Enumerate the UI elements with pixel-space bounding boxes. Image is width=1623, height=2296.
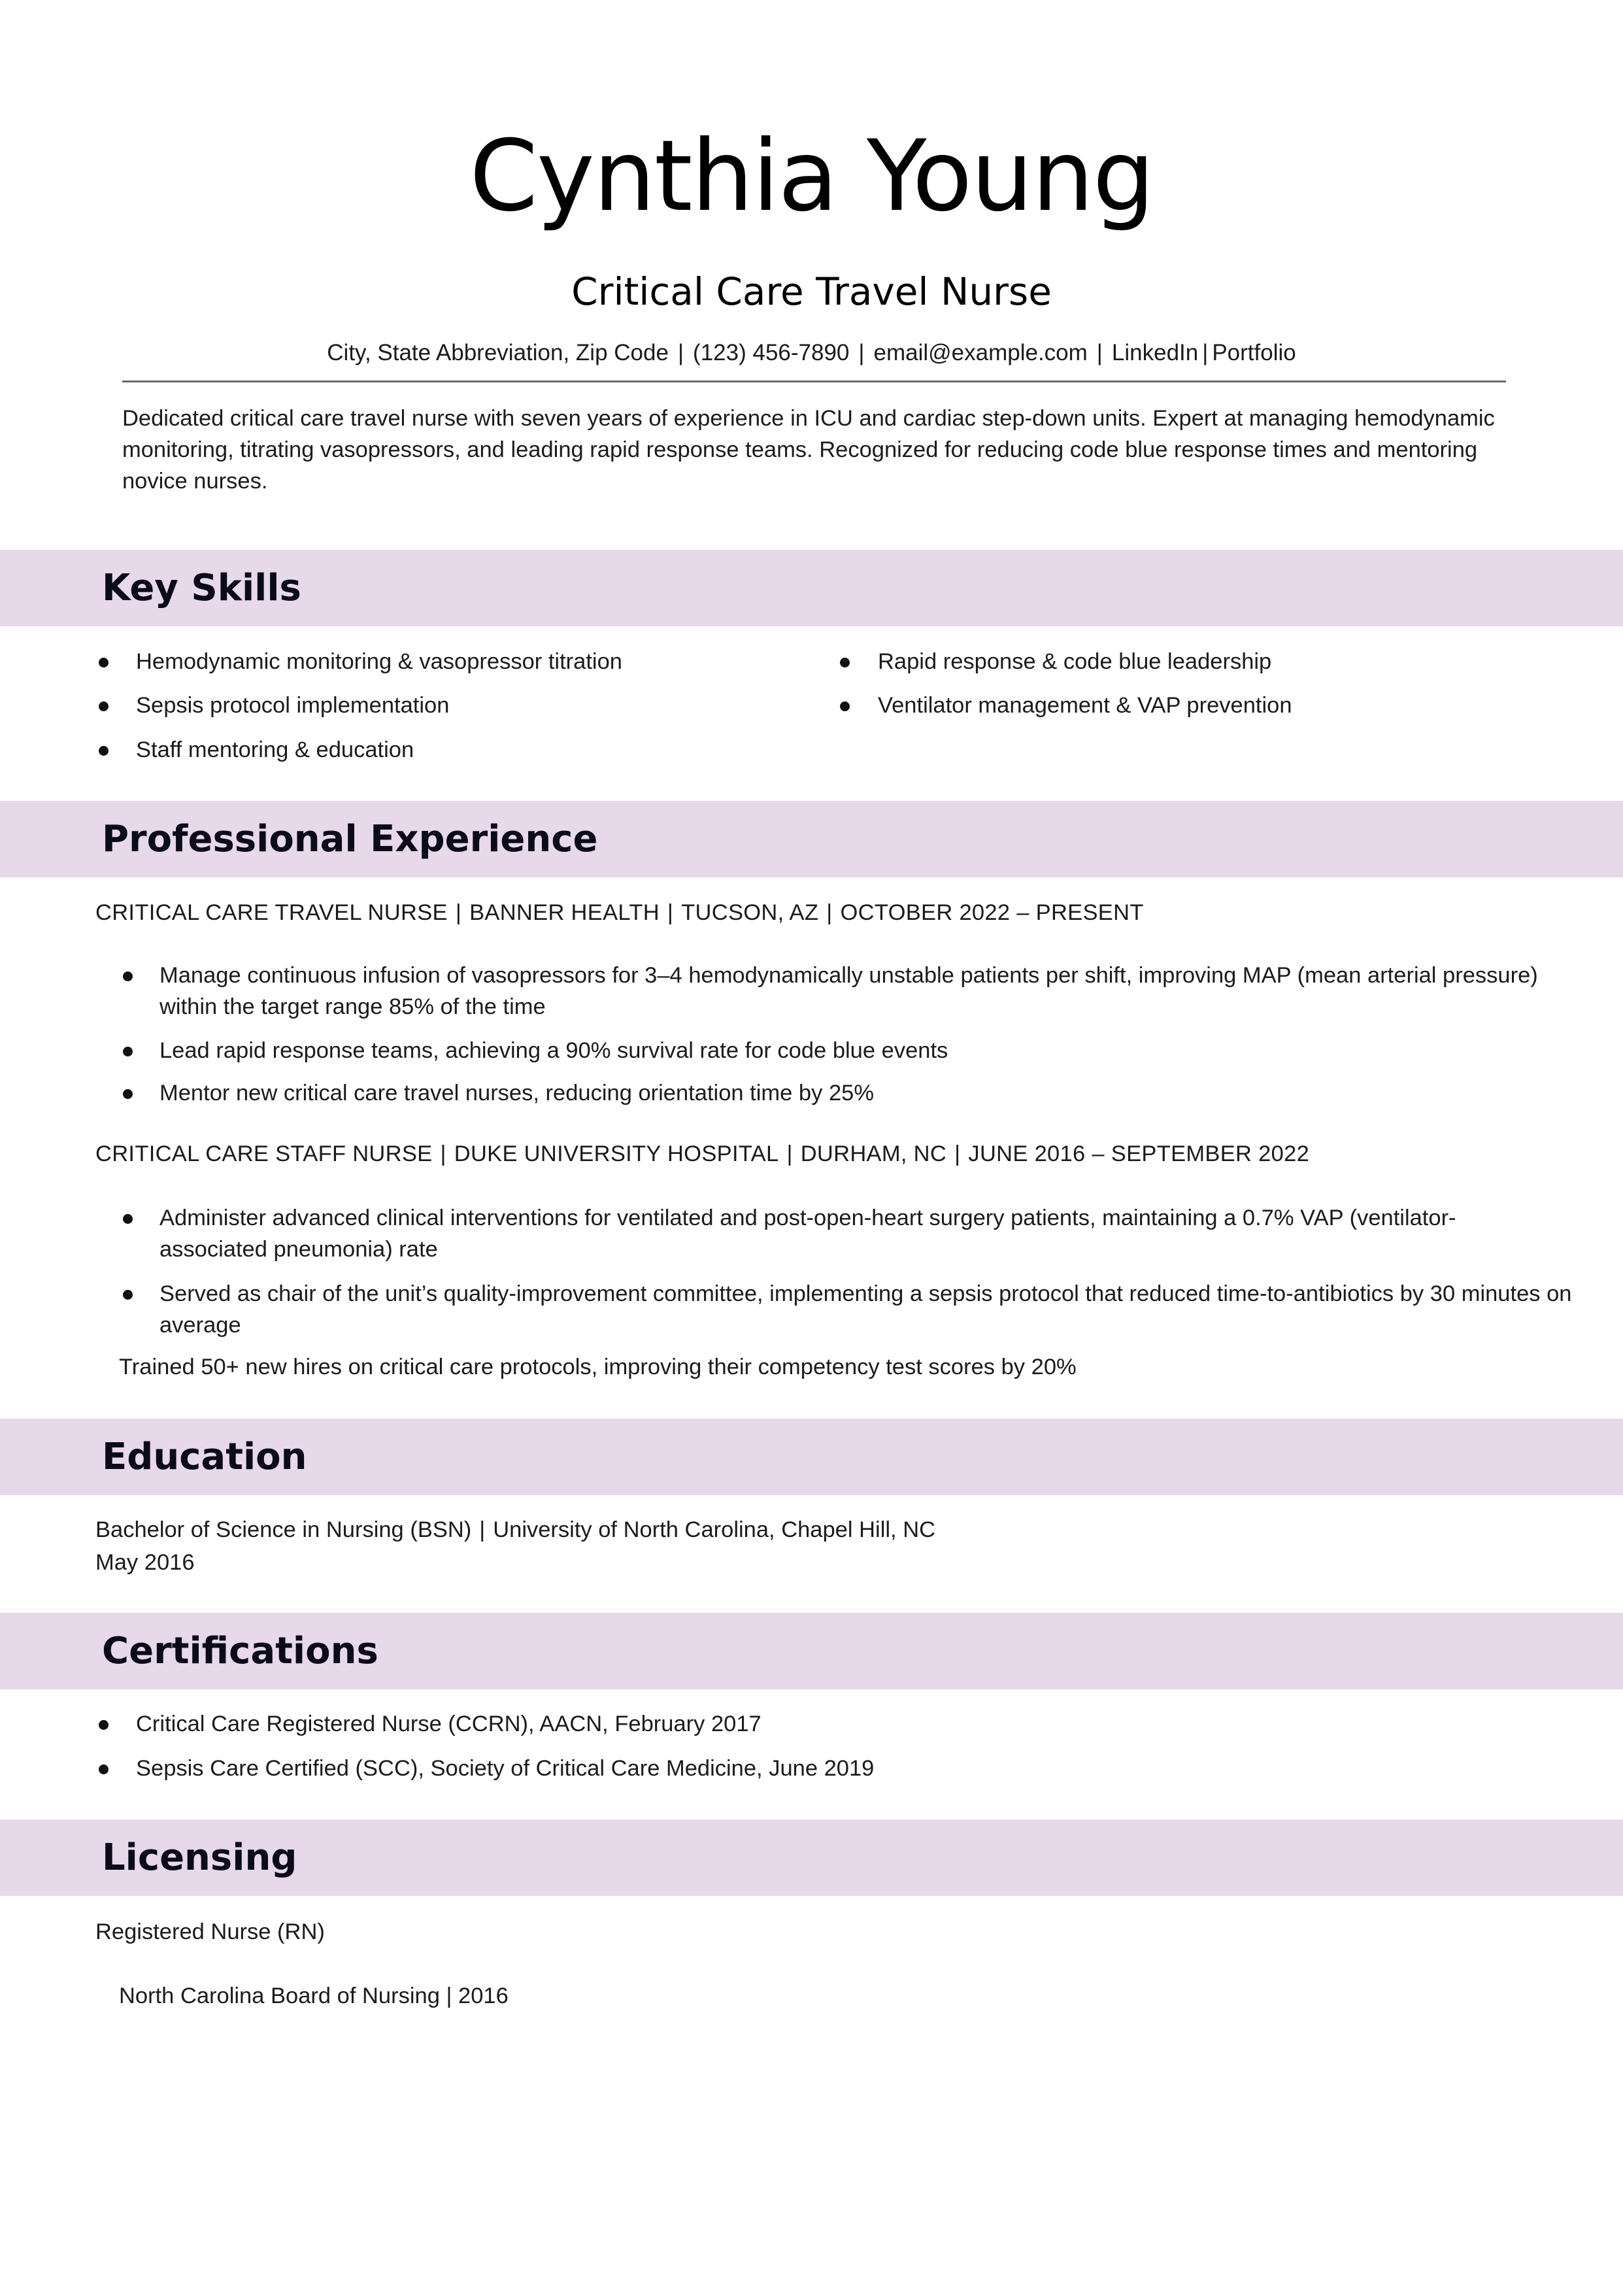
separator: | [786, 1141, 793, 1166]
separator: | [440, 1141, 446, 1166]
bullet-icon [99, 658, 109, 667]
separator: | [1096, 340, 1103, 365]
bullet-icon [123, 1214, 133, 1224]
job-title: CRITICAL CARE STAFF NURSE [95, 1141, 433, 1166]
separator: | [667, 900, 674, 925]
skill-item: Staff mentoring & education [0, 734, 1623, 766]
contact-portfolio[interactable]: Portfolio [1212, 340, 1296, 365]
contact-line: City, State Abbreviation, Zip Code | (123)… [0, 337, 1623, 369]
section-heading-licensing: Licensing [102, 1836, 297, 1879]
bullet-icon [840, 658, 850, 667]
job-employer: BANNER HEALTH [469, 900, 660, 925]
education-date: May 2016 [95, 1550, 195, 1575]
job-bullet: Manage continuous infusion of vasopresso… [0, 960, 1623, 1022]
bullet-icon [123, 1290, 133, 1300]
section-band-education [0, 1419, 1623, 1495]
separator: | [826, 900, 833, 925]
bullet-icon [99, 746, 109, 756]
skill-item: Hemodynamic monitoring & vasopressor tit… [0, 646, 1623, 677]
skill-text: Hemodynamic monitoring & vasopressor tit… [136, 649, 622, 674]
education-degree-line: Bachelor of Science in Nursing (BSN) | Uni… [95, 1514, 935, 1545]
bullet-text: Manage continuous infusion of vasopresso… [159, 963, 1538, 1019]
job-dates: OCTOBER 2022 – PRESENT [840, 900, 1144, 925]
section-heading-certifications: Certifications [102, 1630, 378, 1672]
bullet-text: Served as chair of the unit’s quality-im… [159, 1281, 1572, 1338]
bullet-text: Lead rapid response teams, achieving a 9… [159, 1038, 948, 1063]
contact-phone: (123) 456-7890 [693, 340, 850, 365]
skill-text: Ventilator management & VAP prevention [878, 693, 1292, 718]
certification-text: Sepsis Care Certified (SCC), Society of … [136, 1756, 875, 1781]
license-board: North Carolina Board of Nursing | 2016 [119, 1984, 509, 2008]
job-dates: JUNE 2016 – SEPTEMBER 2022 [968, 1141, 1310, 1166]
bullet-icon [99, 701, 109, 711]
job-bullet: Mentor new critical care travel nurses, … [0, 1077, 1623, 1109]
separator: | [479, 1517, 486, 1542]
section-heading-education: Education [102, 1436, 307, 1478]
separator: | [1202, 340, 1209, 365]
bullet-icon [840, 701, 850, 711]
bullet-icon [123, 971, 133, 981]
header-divider [122, 380, 1506, 382]
bullet-icon [99, 1720, 109, 1730]
skill-item: Ventilator management & VAP prevention [0, 690, 1623, 721]
job-header: CRITICAL CARE TRAVEL NURSE | BANNER HEALTH… [95, 897, 1144, 928]
job-location: DURHAM, NC [800, 1141, 947, 1166]
bullet-text: Administer advanced clinical interventio… [159, 1206, 1456, 1262]
skill-text: Staff mentoring & education [136, 737, 414, 762]
section-band-licensing [0, 1819, 1623, 1896]
contact-email[interactable]: email@example.com [873, 340, 1088, 365]
job-header: CRITICAL CARE STAFF NURSE | DUKE UNIVERSIT… [95, 1138, 1309, 1170]
job-extra-line: Trained 50+ new hires on critical care p… [119, 1355, 1077, 1379]
certification-text: Critical Care Registered Nurse (CCRN), A… [136, 1712, 761, 1736]
section-band-experience [0, 801, 1623, 877]
certification-item: Sepsis Care Certified (SCC), Society of … [0, 1753, 1623, 1784]
certification-item: Critical Care Registered Nurse (CCRN), A… [0, 1708, 1623, 1740]
section-heading-experience: Professional Experience [102, 818, 598, 860]
job-location: TUCSON, AZ [681, 900, 819, 925]
separator: | [455, 900, 462, 925]
contact-linkedin[interactable]: LinkedIn [1111, 340, 1199, 365]
contact-location: City, State Abbreviation, Zip Code [327, 340, 669, 365]
license-name: Registered Nurse (RN) [95, 1919, 325, 1944]
section-band-certifications [0, 1613, 1623, 1689]
bullet-text: Mentor new critical care travel nurses, … [159, 1081, 874, 1106]
professional-summary: Dedicated critical care travel nurse wit… [122, 406, 1495, 494]
skill-item: Rapid response & code blue leadership [0, 646, 1623, 677]
job-bullet: Lead rapid response teams, achieving a 9… [0, 1035, 1623, 1066]
separator: | [858, 340, 865, 365]
job-bullet: Administer advanced clinical interventio… [0, 1202, 1623, 1265]
skill-item: Sepsis protocol implementation [0, 690, 1623, 721]
skill-text: Rapid response & code blue leadership [878, 649, 1272, 674]
school: University of North Carolina, Chapel Hil… [493, 1517, 936, 1542]
separator: | [954, 1141, 961, 1166]
section-band-skills [0, 550, 1623, 626]
job-employer: DUKE UNIVERSITY HOSPITAL [454, 1141, 779, 1166]
job-title: Critical Care Travel Nurse [571, 269, 1052, 314]
candidate-name: Cynthia Young [469, 120, 1155, 233]
section-heading-skills: Key Skills [102, 567, 301, 609]
bullet-icon [99, 1764, 109, 1774]
job-title: CRITICAL CARE TRAVEL NURSE [95, 900, 448, 925]
degree: Bachelor of Science in Nursing (BSN) [95, 1517, 472, 1542]
bullet-icon [123, 1047, 133, 1056]
bullet-icon [123, 1089, 133, 1099]
job-bullet: Served as chair of the unit’s quality-im… [0, 1278, 1623, 1341]
skill-text: Sepsis protocol implementation [136, 693, 450, 718]
separator: | [677, 340, 684, 365]
